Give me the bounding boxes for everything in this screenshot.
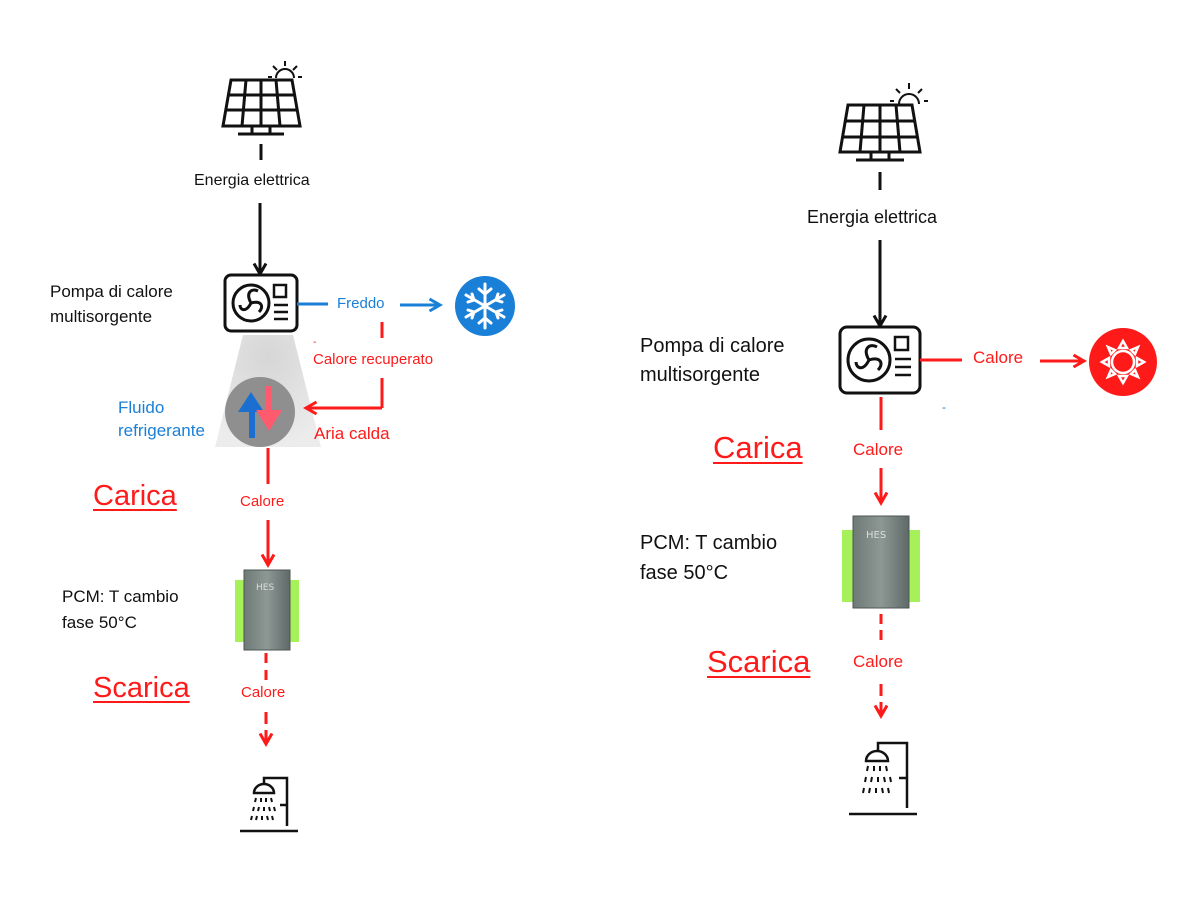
heat-pump-icon (223, 273, 299, 333)
left-dash-mark: - (313, 337, 317, 348)
shower-icon (240, 776, 298, 833)
heat-pump-icon (838, 325, 922, 395)
right-pump-label: Pompa di calore multisorgente (640, 335, 785, 386)
shower-icon (849, 741, 917, 816)
sun-icon (268, 61, 302, 79)
refrigerant-cycle-icon (225, 377, 295, 447)
right-energy-label: Energia elettrica (807, 207, 938, 227)
solar-panel-icon (838, 103, 922, 190)
left-warm-air-label: Aria calda (314, 424, 390, 443)
pcm-tank-icon: HES (235, 569, 299, 651)
right-heat-label-2: Calore (853, 652, 904, 671)
left-heat-label-2: Calore (241, 684, 286, 701)
left-pump-label: Pompa di calore multisorgente (50, 282, 173, 326)
left-discharge-label: Scarica (93, 672, 190, 704)
hot-sun-icon (1089, 328, 1157, 396)
right-pcm-label: PCM: T cambio fase 50°C (640, 532, 778, 584)
left-charge-label: Carica (93, 480, 177, 512)
left-diagram: HES (215, 61, 515, 833)
snowflake-icon (455, 276, 515, 336)
right-discharge-label: Scarica (707, 644, 811, 679)
tank-text: HES (866, 530, 886, 541)
pcm-tank-icon: HES (842, 515, 920, 609)
tank-text: HES (256, 583, 274, 593)
left-recovered-heat-label: Calore recuperato (313, 351, 434, 368)
right-heat-out-label: Calore (973, 348, 1024, 367)
left-fluid-label: Fluido refrigerante (118, 398, 205, 440)
right-charge-label: Carica (713, 430, 803, 465)
solar-panel-icon (221, 78, 302, 160)
left-heat-label-1: Calore (240, 493, 285, 510)
right-dash-mark: - (942, 400, 946, 414)
left-pcm-label: PCM: T cambio fase 50°C (62, 587, 179, 632)
right-heat-label-1: Calore (853, 440, 904, 459)
right-diagram: HES (838, 83, 1157, 816)
left-cold-label: Freddo (337, 295, 385, 312)
left-energy-label: Energia elettrica (194, 172, 310, 189)
sun-icon (890, 83, 928, 105)
